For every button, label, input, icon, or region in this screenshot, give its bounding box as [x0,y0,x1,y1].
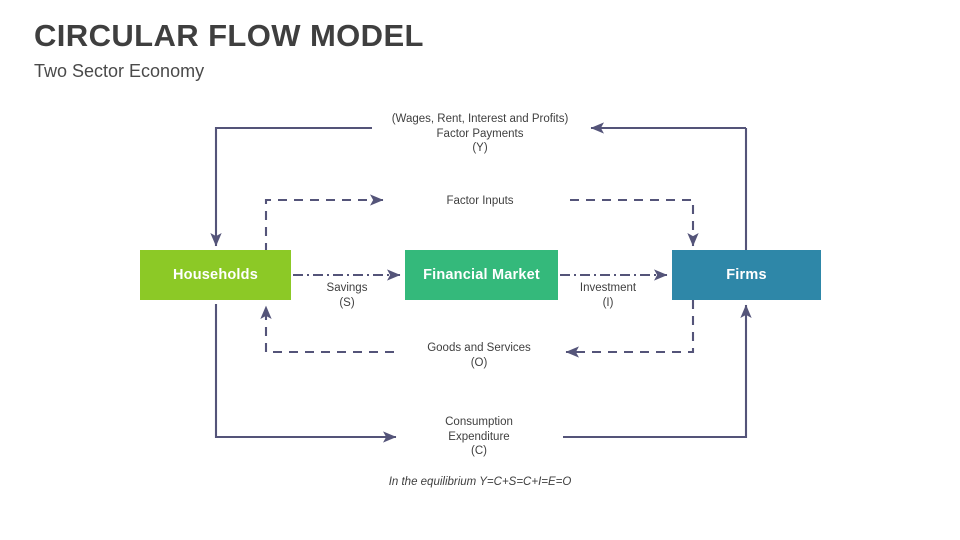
node-firms[interactable]: Firms [672,250,821,300]
flow-label-investment: Investment (I) [580,281,636,310]
flow-label-goods-line1: Goods and Services [427,342,531,354]
node-households[interactable]: Households [140,250,291,300]
flow-line-factor-inputs-right [570,198,699,247]
flow-label-factor-payments-line2: Factor Payments [436,127,524,140]
equilibrium-note: In the equilibrium Y=C+S=C+I=E=O [388,476,572,488]
flow-label-investment-line1: Investment [579,282,637,294]
flow-label-consumption-expenditure: Consumption Expenditure (C) [445,415,513,459]
flow-label-goods-line2: (O) [470,356,488,369]
node-financial-market[interactable]: Financial Market [405,250,558,300]
flow-label-factor-payments: (Wages, Rent, Interest and Profits) Fact… [392,112,569,156]
flow-line-goods-right [565,300,695,358]
flow-label-factor-payments-line1: (Wages, Rent, Interest and Profits) [391,113,569,125]
flow-label-savings-line2: (S) [339,296,355,309]
flow-label-consumption-line1: Consumption [445,416,513,428]
flow-label-consumption-line3: (C) [471,445,487,457]
flow-label-consumption-line2: Expenditure [448,430,510,443]
flow-label-factor-inputs-line1: Factor Inputs [446,195,514,207]
flow-line-goods-left [260,305,394,354]
flow-label-savings-line1: Savings [326,282,368,294]
page-subtitle: Two Sector Economy [34,61,205,81]
node-households-label: Households [173,267,258,283]
node-firms-label: Firms [726,267,767,283]
flow-label-factor-payments-line3: (Y) [472,142,488,154]
flow-label-investment-line2: (I) [602,296,614,309]
flow-line-consumption-right [563,304,752,439]
flow-label-factor-inputs: Factor Inputs [446,194,513,209]
flow-label-savings: Savings (S) [327,281,368,310]
flow-label-goods-and-services: Goods and Services (O) [427,341,531,370]
page-title: CIRCULAR FLOW MODEL [34,18,424,53]
flow-line-consumption-left [214,304,397,443]
flow-line-factor-payments-left [210,126,372,247]
node-financial-market-label: Financial Market [423,267,540,283]
